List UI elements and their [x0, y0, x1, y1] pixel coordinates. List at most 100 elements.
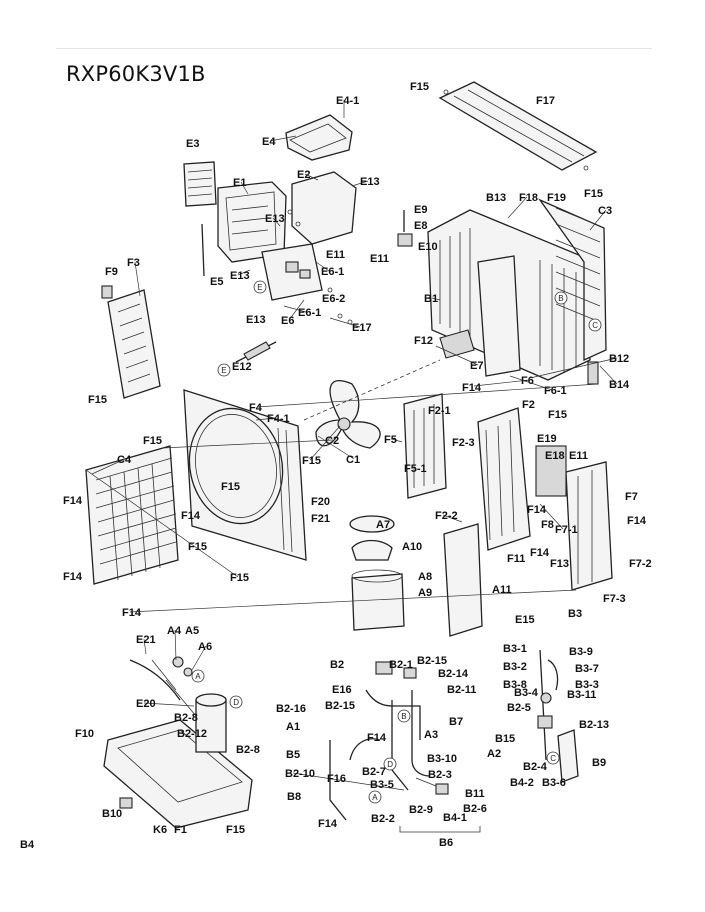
leader-line	[351, 180, 369, 187]
f1-base-plate	[103, 719, 253, 829]
part-label: F15	[410, 81, 429, 93]
part-label: F6	[521, 375, 534, 387]
part-label: E20	[136, 698, 156, 710]
part-label: F21	[311, 513, 330, 525]
header-rule	[56, 48, 652, 49]
leader-line	[329, 317, 361, 328]
part-label: B2-7	[362, 766, 386, 778]
ref-circle-d	[229, 695, 243, 709]
part-label: E5	[210, 276, 223, 288]
part-label: F18	[519, 192, 538, 204]
leader-line	[288, 299, 305, 321]
leader-line	[317, 435, 355, 460]
part-label: F6-1	[544, 385, 567, 397]
leader-line	[272, 217, 281, 227]
part-label: F4	[249, 402, 263, 414]
part-label: B12	[609, 353, 629, 365]
part-label: F15	[230, 572, 249, 584]
part-label: E6-2	[322, 293, 345, 305]
part-label: F20	[311, 496, 330, 508]
fan-group	[303, 359, 441, 449]
part-label: E13	[360, 176, 380, 188]
leader-line	[431, 297, 441, 301]
part-label: F2-1	[428, 405, 451, 417]
leader-line	[85, 469, 239, 578]
part-label: E17	[352, 322, 372, 334]
ref-circle-e	[253, 280, 267, 294]
part-label: B2-5	[507, 702, 531, 714]
f4-front-plate	[183, 389, 307, 561]
part-label: F14	[181, 510, 201, 522]
part-label: F15	[584, 188, 603, 200]
part-label: E11	[370, 253, 389, 265]
part-label: E6-1	[321, 266, 344, 278]
leader-line	[174, 629, 177, 661]
part-label: B4-2	[510, 777, 534, 789]
leader-line	[256, 383, 599, 408]
part-label: F17	[536, 95, 555, 107]
part-label: A11	[492, 584, 512, 596]
part-label: F15	[226, 824, 245, 836]
part-label: F16	[327, 773, 346, 785]
part-label: A4	[167, 625, 182, 637]
part-label: E15	[515, 614, 535, 626]
part-label: F8	[541, 519, 554, 531]
part-label: E21	[136, 634, 156, 646]
right-panels-group	[403, 393, 613, 637]
part-label: B3-10	[427, 753, 457, 765]
part-label: E4	[262, 136, 276, 148]
leader-line	[442, 514, 463, 523]
part-label: E16	[332, 684, 352, 696]
part-label: F13	[550, 558, 569, 570]
part-label: B10	[102, 808, 122, 820]
part-label: B8	[287, 791, 301, 803]
model-number: RXP60K3V1B	[66, 62, 206, 86]
part-label: E19	[537, 433, 557, 445]
part-label: A10	[402, 541, 422, 553]
part-label: F7-2	[629, 558, 652, 570]
part-label: B5	[286, 749, 300, 761]
part-label: B2-2	[371, 813, 395, 825]
f7-side-panel	[565, 461, 613, 591]
part-label: E11	[569, 450, 588, 462]
part-label: F12	[414, 335, 433, 347]
leader-line	[304, 173, 319, 181]
part-label: A6	[198, 641, 212, 653]
part-label: B3-9	[569, 646, 593, 658]
part-label: B11	[465, 788, 485, 800]
leader-line	[292, 772, 405, 791]
part-label: B2-10	[285, 768, 315, 780]
part-label: F14	[63, 495, 83, 507]
leader-line	[237, 269, 251, 276]
leader-line	[129, 589, 577, 613]
part-label: F2	[522, 399, 535, 411]
ref-circle-letter: A	[372, 793, 378, 802]
part-label: E18	[545, 450, 565, 462]
leader-line	[539, 503, 564, 530]
leader-line	[134, 261, 141, 297]
part-label: F15	[302, 455, 321, 467]
part-label: B15	[495, 733, 515, 745]
a1-compressor	[195, 699, 227, 753]
front-plate-group	[183, 389, 307, 561]
ref-circle-letter: E	[221, 366, 226, 375]
ref-circle-letter: E	[257, 283, 262, 292]
part-label: E10	[418, 241, 438, 253]
leader-line	[315, 261, 330, 272]
e3-part	[183, 161, 217, 207]
leader-line	[283, 305, 307, 313]
part-labels: F15F17F15E4-1E4E3E2E13E1E9E8E10E13E11E6-…	[20, 81, 652, 851]
part-label: F4-1	[267, 413, 290, 425]
part-label: B2-15	[417, 655, 447, 667]
ref-circle-letter: D	[233, 698, 239, 707]
leader-line	[143, 702, 195, 707]
ref-circle-letter: B	[558, 294, 563, 303]
grille-group	[85, 445, 179, 585]
part-label: E7	[470, 360, 483, 372]
f3-panel-group	[101, 285, 161, 399]
leader-line	[529, 357, 618, 379]
part-label: E3	[186, 138, 199, 150]
leader-line	[269, 135, 297, 142]
